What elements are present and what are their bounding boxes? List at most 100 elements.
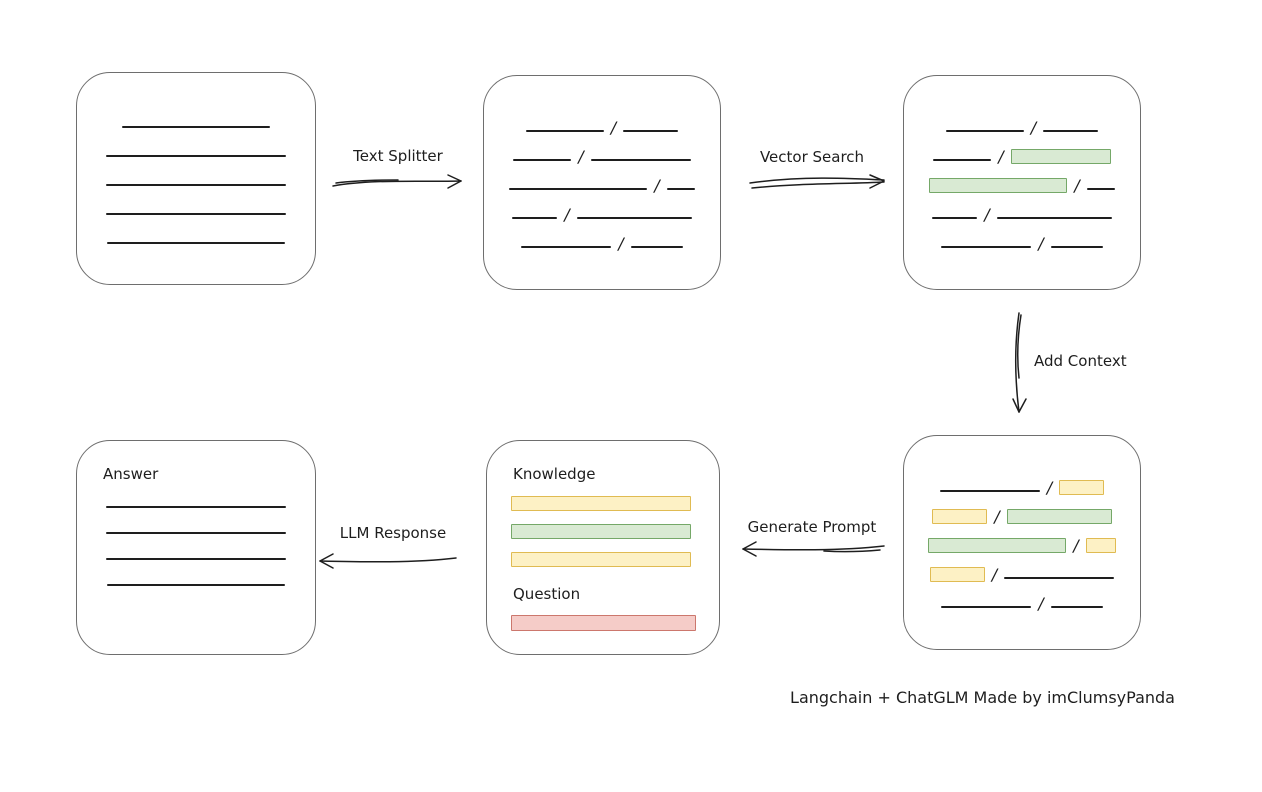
text-line: [122, 126, 270, 128]
segment-row: [511, 609, 719, 637]
text-line: [509, 188, 648, 190]
knowledge-heading: Knowledge: [513, 465, 596, 483]
diagram-caption: Langchain + ChatGLM Made by imClumsyPand…: [790, 688, 1175, 707]
yellow-highlight: [929, 567, 985, 582]
slash-separator: /: [618, 234, 624, 253]
segment-row: /: [904, 499, 1140, 528]
slash-separator: /: [1030, 118, 1037, 137]
segment-row: /: [904, 528, 1140, 557]
green-highlight: [929, 178, 1068, 193]
text-splitter-label: Text Splitter: [353, 147, 443, 165]
segment-row: /: [904, 110, 1140, 139]
segment-row: /: [484, 197, 720, 226]
text-line: [106, 532, 286, 534]
text-line: [1086, 188, 1115, 190]
text-line: [107, 584, 285, 586]
slash-separator: /: [1074, 176, 1080, 195]
yellow-highlight: [1059, 480, 1105, 495]
text-line: [1043, 130, 1099, 132]
green-highlight: [928, 538, 1067, 553]
llm-response-arrow: [319, 553, 457, 569]
segment-row: /: [904, 470, 1140, 499]
segment-row: [77, 222, 315, 251]
segment-row: /: [484, 168, 720, 197]
slash-separator: /: [998, 147, 1004, 166]
llm-response-label: LLM Response: [339, 524, 447, 542]
text-line: [623, 130, 679, 132]
slash-separator: /: [1038, 234, 1044, 253]
red-highlight: [511, 615, 696, 631]
vector-search-label: Vector Search: [759, 148, 865, 166]
segment-row: [77, 164, 315, 193]
text-line: [521, 246, 612, 248]
segment-row: /: [904, 586, 1140, 615]
answer-lines: [77, 489, 315, 593]
text-line: [630, 246, 683, 248]
slash-separator: /: [1046, 478, 1053, 497]
text-line: [106, 184, 286, 186]
yellow-highlight: [511, 495, 691, 511]
text-line: [941, 246, 1032, 248]
yellow-highlight: [511, 551, 691, 567]
segment-row: /: [904, 557, 1140, 586]
segment-row: /: [904, 139, 1140, 168]
generate-prompt-arrow: [742, 541, 885, 557]
text-line: [106, 155, 286, 157]
context-chunks-box: / / / / /: [903, 435, 1141, 650]
text-line: [941, 606, 1032, 608]
segment-row: /: [904, 197, 1140, 226]
text-line: [996, 217, 1112, 219]
add-context-arrow: [1012, 312, 1027, 413]
text-line: [590, 159, 691, 161]
slash-separator: /: [994, 507, 1000, 526]
segment-row: [77, 135, 315, 164]
segment-row: [511, 517, 719, 545]
segment-row: [77, 515, 315, 541]
text-line: [107, 242, 285, 244]
source-document-lines: [77, 106, 315, 251]
prompt-box: Knowledge Question: [486, 440, 720, 655]
text-line: [932, 217, 978, 219]
yellow-highlight: [932, 509, 988, 524]
text-line: [939, 490, 1040, 492]
segment-row: [77, 541, 315, 567]
context-chunks-lines: / / / / /: [904, 470, 1140, 615]
text-line: [106, 558, 286, 560]
segment-row: /: [484, 110, 720, 139]
add-context-label: Add Context: [1034, 352, 1127, 370]
segment-row: [77, 106, 315, 135]
text-line: [1050, 246, 1103, 248]
slash-separator: /: [1073, 536, 1079, 555]
text-line: [525, 130, 604, 132]
yellow-highlight: [1085, 538, 1116, 553]
green-highlight: [1006, 509, 1112, 524]
slash-separator: /: [564, 205, 570, 224]
matched-chunks-box: / / / / /: [903, 75, 1141, 290]
slash-separator: /: [991, 565, 998, 584]
question-bars: [487, 609, 719, 637]
answer-heading: Answer: [103, 465, 159, 483]
text-line: [933, 159, 992, 161]
text-line: [1004, 577, 1115, 579]
split-chunks-lines: / / / / /: [484, 110, 720, 255]
green-highlight: [1010, 149, 1111, 164]
segment-row: [77, 193, 315, 222]
question-heading: Question: [513, 585, 581, 603]
text-line: [576, 217, 692, 219]
segment-row: /: [484, 226, 720, 255]
generate-prompt-label: Generate Prompt: [747, 518, 877, 536]
text-line: [1050, 606, 1103, 608]
source-document-box: [76, 72, 316, 285]
green-highlight: [511, 523, 691, 539]
segment-row: [77, 567, 315, 593]
matched-chunks-lines: / / / / /: [904, 110, 1140, 255]
segment-row: /: [484, 139, 720, 168]
answer-box: Answer: [76, 440, 316, 655]
text-line: [945, 130, 1024, 132]
text-line: [512, 217, 558, 219]
segment-row: /: [904, 226, 1140, 255]
slash-separator: /: [654, 176, 660, 195]
slash-separator: /: [610, 118, 617, 137]
split-chunks-box: / / / / /: [483, 75, 721, 290]
